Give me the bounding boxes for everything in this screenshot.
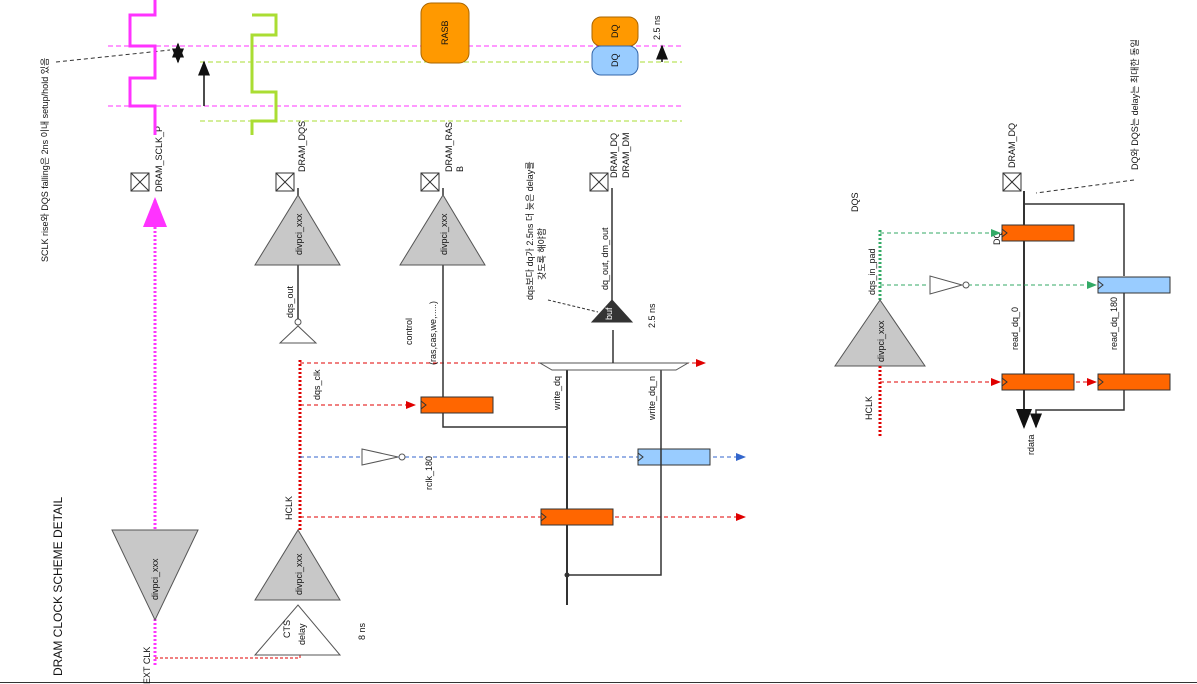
- control-register: [420, 396, 494, 414]
- write-dq-junction: [564, 572, 570, 578]
- rasb-label: RASB: [440, 20, 450, 45]
- cts-label: CTS: [282, 620, 292, 638]
- dq-register-label: DQ: [992, 232, 1002, 246]
- buf-label: buf: [604, 307, 614, 320]
- read-dq-180-label: read_dq_180: [1109, 297, 1119, 350]
- hclk-right-label: HCLK: [864, 396, 874, 420]
- pad-dq: [589, 172, 609, 192]
- divpci-buffer-ras-label: divpci_xxx: [439, 213, 449, 255]
- buf-delay-label: 2.5 ns: [647, 303, 657, 328]
- dram-dq-label: DRAM_DQ: [609, 133, 619, 178]
- pad-ras: [420, 172, 440, 192]
- write-dq-n-register-clk-mark: [637, 452, 644, 462]
- dqs-inverter: [929, 275, 964, 295]
- dq-wave-bot-label: DQ: [610, 54, 620, 68]
- rclk180-inverter-bubble: [398, 453, 406, 461]
- control-sub-label: (ras,cas,we,.....): [428, 301, 438, 365]
- write-dq-n-label: write_dq_n: [647, 376, 657, 421]
- rasb-bar: [420, 2, 470, 64]
- dqs-clk-label: dqs_clk: [312, 369, 322, 400]
- rclk180-inverter: [361, 448, 399, 466]
- divpci-buffer-ras: [399, 194, 486, 266]
- pad-dq-right: [1002, 172, 1022, 192]
- dram-dq-right-label: DRAM_DQ: [1007, 123, 1017, 168]
- read-dq-180-second-register: [1097, 373, 1171, 391]
- dq-wave-top-label: DQ: [610, 25, 620, 39]
- dqs-out-inverter: [278, 325, 318, 344]
- diagram-title: DRAM CLOCK SCHEME DETAIL: [51, 497, 65, 676]
- dqs-delay-note-2: 갖도록 해야함: [536, 228, 547, 280]
- dqs-in-pad-label: dqs_in_pad: [867, 248, 877, 295]
- divpci-buffer-hclk: [254, 529, 341, 601]
- rclk180-label: rclk_180: [424, 456, 434, 490]
- sclk-setup-note: SCLK rise와 DQS falling은 2ns 이내 setup/hol…: [39, 58, 50, 262]
- rdata-label: rdata: [1026, 434, 1036, 455]
- dram-ras-label: DRAM_RAS: [444, 122, 454, 172]
- dqs-out-inverter-bubble: [294, 318, 302, 326]
- write-dq-label: write_dq: [552, 376, 562, 411]
- write-mux: [538, 362, 690, 371]
- read-dq-0-register-clk-mark: [1001, 377, 1008, 387]
- dqs-delay-note: dqs보다 dq가 2.5ns 더 늦은 delay를: [525, 161, 535, 300]
- dq-register: [1001, 224, 1075, 242]
- divpci-buffer-right-label: divpci_xxx: [876, 320, 886, 362]
- read-dq-0-label: read_dq_0: [1010, 307, 1020, 350]
- dq-register-clk-mark: [1001, 228, 1008, 238]
- dram-sclk-label: DRAM_SCLK_P: [154, 126, 164, 192]
- dqs-inverter-bubble: [962, 281, 970, 289]
- dq-bar-blue: [591, 45, 639, 76]
- divpci-buffer-left-label: divpci_xxx: [150, 558, 160, 600]
- dqs-note-leader: [547, 299, 599, 313]
- write-dq-n-register: [637, 448, 711, 466]
- hclk-label: HCLK: [284, 496, 294, 520]
- dqs-right-label: DQS: [850, 192, 860, 212]
- control-feedback: [442, 413, 567, 428]
- pad-sclk: [130, 172, 150, 192]
- write-dq-n-line: [567, 370, 662, 576]
- divpci-buffer-hclk-label: divpci_xxx: [294, 553, 304, 595]
- rdata-line-180: [1030, 390, 1125, 429]
- buf-delay: [590, 299, 634, 323]
- divpci-buffer-dqs: [254, 194, 341, 266]
- dqs-out-label: dqs_out: [285, 285, 295, 318]
- control-label: control: [404, 318, 414, 345]
- dq-out-label: dq_out, dm_out: [600, 227, 610, 290]
- write-dq-register: [540, 508, 614, 526]
- sclk-waveform: [128, 0, 157, 135]
- divpci-buffer-dqs-label: divpci_xxx: [294, 213, 304, 255]
- read-dq-180-register-clk-mark: [1097, 280, 1104, 290]
- dq-dqs-delay-note: DQ와 DQS는 delay는 최대한 동일: [1129, 39, 1140, 170]
- dqs-waveform: [250, 13, 278, 135]
- dq-branch-to-180: [1024, 203, 1125, 276]
- read-dq-180-second-register-clk-mark: [1097, 377, 1104, 387]
- write-dq-register-clk-mark: [540, 512, 547, 522]
- divpci-buffer-left: [111, 529, 199, 622]
- dq-note-leader: [1035, 179, 1135, 194]
- dram-ras-b-label: B: [455, 166, 465, 172]
- pad-dqs: [275, 172, 295, 192]
- cts-delay-label: delay: [297, 623, 307, 645]
- read-dq-180-register: [1097, 276, 1171, 294]
- dram-dm-label: DRAM_DM: [621, 132, 631, 178]
- read-dq-0-register: [1001, 373, 1075, 391]
- bottom-border: [0, 682, 1197, 683]
- sclk-note-leader: [55, 49, 171, 63]
- dram-dqs-label: DRAM_DQS: [297, 121, 307, 172]
- wave-delay-label: 2.5 ns: [652, 15, 662, 40]
- eight-ns-label: 8 ns: [357, 622, 367, 640]
- cts-delay-buffer: [253, 604, 342, 656]
- ext-clk-label: EXT CLK: [142, 647, 152, 684]
- control-register-clk-mark: [420, 400, 427, 410]
